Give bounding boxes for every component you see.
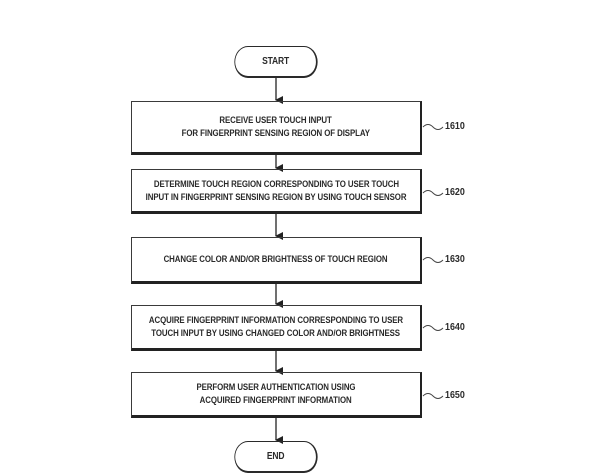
end-terminal: END [234,441,318,473]
leader-1630 [422,257,444,263]
step-1640-line-1: ACQUIRE FINGERPRINT INFORMATION CORRESPO… [148,315,404,326]
leader-1620 [422,190,444,196]
step-1610-line-1: RECEIVE USER TOUCH INPUT [219,115,333,126]
step-1620-line-2: INPUT IN FINGERPRINT SENSING REGION BY U… [145,191,407,203]
start-label: START [262,56,290,67]
step-1630-line-1: CHANGE COLOR AND/OR BRIGHTNESS OF TOUCH … [164,254,388,265]
start-terminal: START [234,46,318,78]
step-1640-ref: 1640 [445,321,465,333]
step-1650-box: PERFORM USER AUTHENTICATION USING ACQUIR… [131,372,422,418]
step-1610-ref: 1610 [445,120,465,132]
step-1630-box: CHANGE COLOR AND/OR BRIGHTNESS OF TOUCH … [131,237,422,284]
step-1610-line-2: FOR FINGERPRINT SENSING REGION OF DISPLA… [181,128,371,139]
step-1620-ref: 1620 [445,186,465,198]
step-1650-ref: 1650 [445,389,465,401]
step-1610-box: RECEIVE USER TOUCH INPUT FOR FINGERPRINT… [131,101,422,155]
step-1620-box: DETERMINE TOUCH REGION CORRESPONDING TO … [131,169,422,214]
leader-1650 [422,393,444,399]
end-label: END [266,451,285,462]
step-1640-box: ACQUIRE FINGERPRINT INFORMATION CORRESPO… [131,305,422,351]
step-1650-line-1: PERFORM USER AUTHENTICATION USING [196,382,356,393]
leader-1610 [422,124,444,130]
leader-1640 [422,325,444,331]
step-1650-line-2: ACQUIRED FINGERPRINT INFORMATION [200,395,352,406]
step-1620-line-1: DETERMINE TOUCH REGION CORRESPONDING TO … [153,178,399,190]
step-1640-line-2: TOUCH INPUT BY USING CHANGED COLOR AND/O… [151,328,401,339]
step-1630-ref: 1630 [445,253,465,265]
